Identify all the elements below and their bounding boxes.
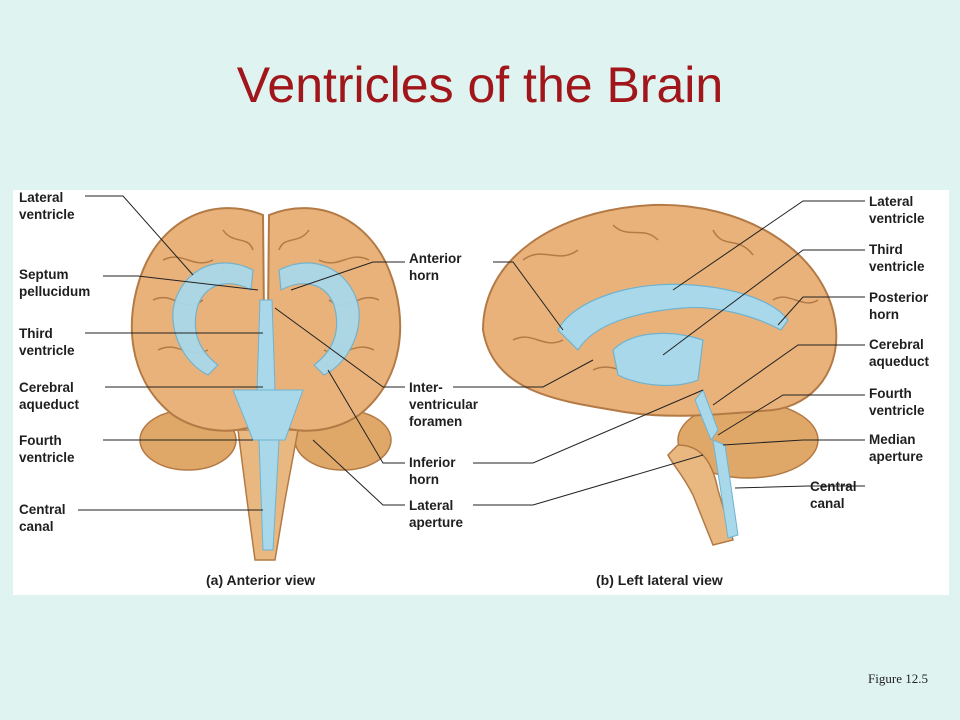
label-lateral-ventricle-anterior: Lateral ventricle: [19, 190, 75, 222]
anterior-brain: [130, 207, 402, 561]
label-lateral-aperture: Lateral aperture: [409, 498, 464, 530]
brain-illustration: [78, 195, 865, 561]
label-median-aperture: Median aperture: [869, 432, 924, 464]
label-cerebral-aqueduct-lateral: Cerebral aqueduct: [869, 337, 930, 369]
label-third-ventricle-anterior: Third ventricle: [19, 326, 75, 358]
label-central-canal-lateral: Central canal: [810, 479, 857, 511]
label-interventricular-foramen: Inter- ventricular foramen: [409, 380, 479, 429]
label-cerebral-aqueduct-anterior: Cerebral aqueduct: [19, 380, 80, 412]
figure-reference: Figure 12.5: [868, 671, 928, 686]
slide-title: Ventricles of the Brain: [236, 57, 724, 113]
label-anterior-horn: Anterior horn: [409, 251, 462, 283]
ventricles-figure: Lateral ventricle Septum pellucidum Thir…: [13, 190, 949, 595]
label-fourth-ventricle-lateral: Fourth ventricle: [869, 386, 925, 418]
label-central-canal-anterior: Central canal: [19, 502, 66, 534]
leader-lines: [78, 195, 865, 511]
caption-lateral-view: (b) Left lateral view: [596, 572, 723, 588]
label-inferior-horn: Inferior horn: [409, 455, 456, 487]
caption-anterior-view: (a) Anterior view: [206, 572, 316, 588]
label-lateral-ventricle-lateral: Lateral ventricle: [869, 194, 925, 226]
label-third-ventricle-lateral: Third ventricle: [869, 242, 925, 274]
label-septum-pellucidum: Septum pellucidum: [19, 267, 91, 299]
label-fourth-ventricle-anterior: Fourth ventricle: [19, 433, 75, 465]
label-posterior-horn: Posterior horn: [869, 290, 929, 322]
lateral-brain: [481, 203, 838, 546]
